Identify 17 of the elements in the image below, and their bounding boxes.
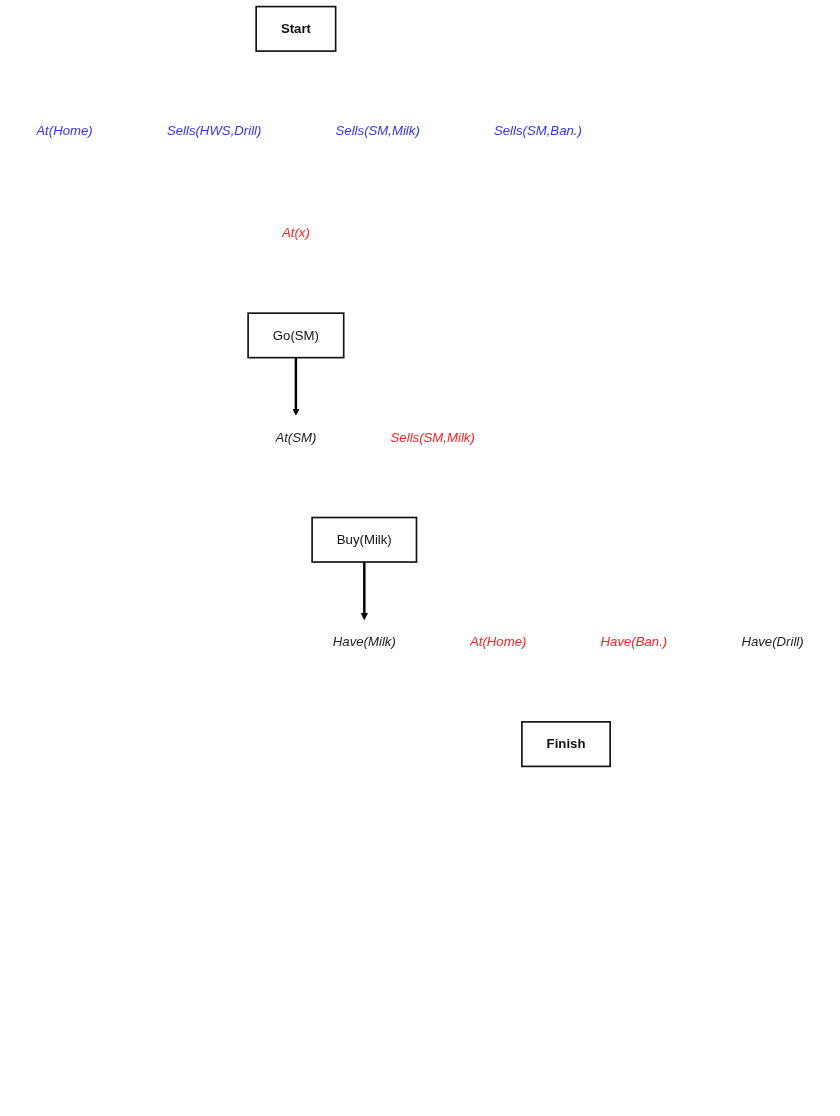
node-text: Sells(SM,Milk) (390, 430, 475, 445)
node-text: Have(Drill) (741, 634, 804, 649)
node-box: Start (255, 5, 337, 52)
node-text: At(Home) (469, 634, 527, 649)
node-text: Sells(HWS,Drill) (166, 123, 262, 138)
node-text: At(x) (281, 225, 310, 240)
node-text: Sells(SM,Milk) (335, 123, 420, 138)
node-text: At(Home) (36, 123, 93, 138)
node-box: Buy(Milk) (311, 516, 418, 563)
arrow (292, 357, 300, 416)
node-text: Sells(SM,Ban.) (493, 123, 582, 138)
node-text: Have(Milk) (332, 634, 396, 649)
node-box: Go(SM) (247, 312, 345, 359)
node-box: Finish (521, 721, 611, 768)
node-text: Have(Ban.) (600, 634, 668, 649)
node-text: At(SM) (275, 430, 317, 445)
arrow (360, 562, 368, 621)
